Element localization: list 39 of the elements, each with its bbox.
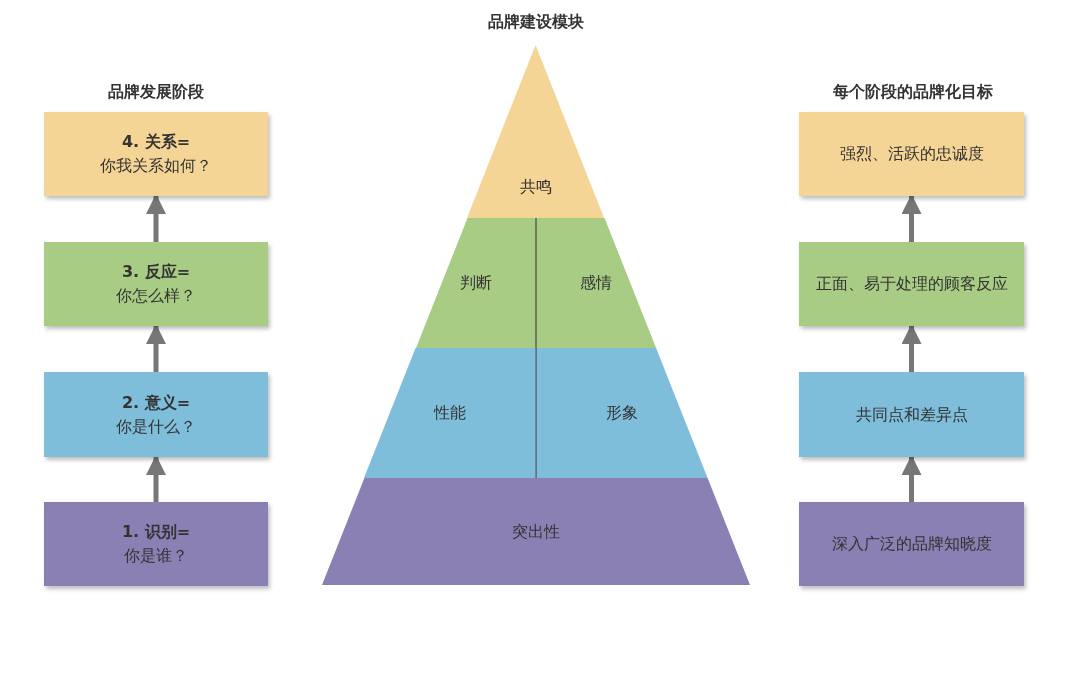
column-heading: 每个阶段的品牌化目标 — [831, 82, 994, 103]
stage-text: 你是谁？ — [124, 545, 188, 567]
arrow — [901, 194, 922, 242]
block-label: 感情 — [579, 272, 614, 294]
stage-box — [44, 242, 268, 326]
pyramid-band — [467, 45, 605, 218]
stage-text: 共同点和差异点 — [855, 403, 968, 426]
block-label: 共鸣 — [519, 176, 553, 198]
stage-box — [799, 502, 1024, 586]
arrow — [146, 194, 166, 242]
stage-box — [799, 242, 1024, 326]
column-heading: 品牌发展阶段 — [107, 82, 205, 103]
stage-text: 深入广泛的品牌知晓度 — [831, 533, 992, 555]
stage-box — [799, 372, 1024, 457]
stage-text: 正面、易于处理的顾客反应 — [815, 273, 1008, 295]
stage-heading: 3. 反应= — [121, 261, 191, 283]
arrow — [146, 324, 166, 372]
block-label: 性能 — [432, 402, 468, 424]
arrow — [901, 324, 922, 372]
arrow — [901, 455, 922, 502]
arrow — [146, 455, 166, 502]
stage-text: 强烈、活跃的忠诚度 — [839, 143, 984, 165]
block-label: 判断 — [458, 272, 493, 294]
stage-text: 你我关系如何？ — [100, 155, 212, 177]
stage-heading: 1. 识别= — [121, 521, 191, 543]
pyramid-band — [322, 478, 750, 585]
block-label: 形象 — [604, 402, 639, 424]
column-heading: 品牌建设模块 — [487, 12, 585, 33]
pyramid-band — [536, 218, 657, 348]
stage-heading: 4. 关系= — [121, 131, 191, 153]
stage-box — [44, 502, 268, 586]
stage-box — [44, 372, 268, 457]
stage-box — [44, 112, 268, 196]
block-label: 突出性 — [511, 521, 561, 542]
stage-box — [799, 112, 1024, 196]
stage-heading: 2. 意义= — [121, 391, 191, 414]
stage-text: 你是什么？ — [116, 415, 196, 438]
pyramid-band — [415, 218, 536, 348]
stage-text: 你怎么样？ — [116, 285, 196, 307]
